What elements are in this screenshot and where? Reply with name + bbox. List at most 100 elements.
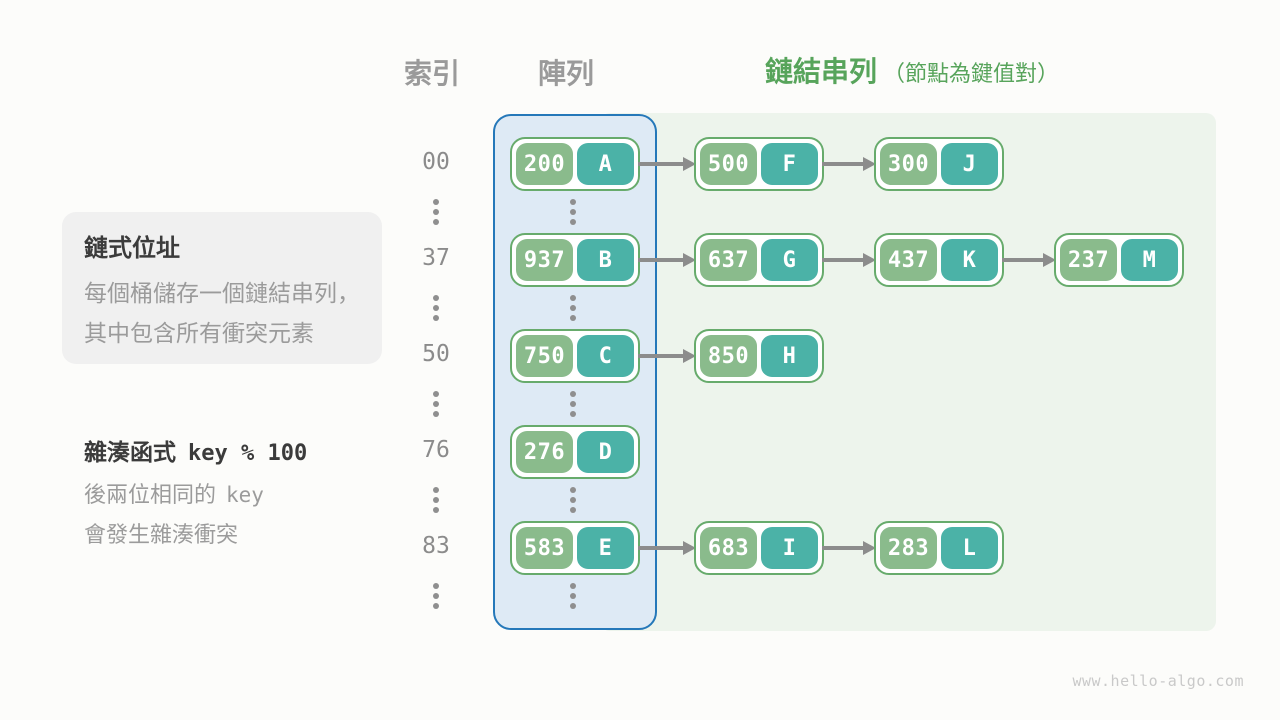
node-value-cell: C bbox=[577, 335, 634, 377]
node-key-cell: 683 bbox=[700, 527, 757, 569]
ellipsis-dot bbox=[433, 295, 439, 301]
arrow-shaft bbox=[638, 354, 686, 358]
node-value-cell: H bbox=[761, 335, 818, 377]
next-pointer-arrow bbox=[638, 157, 696, 171]
hash-collision-line2: 會發生雜湊衝突 bbox=[84, 522, 239, 547]
ellipsis-dot bbox=[570, 411, 576, 417]
ellipsis-dot bbox=[433, 401, 439, 407]
node-value-cell: M bbox=[1121, 239, 1178, 281]
hash-collision-line1: 後兩位相同的 key bbox=[84, 477, 264, 509]
ellipsis-dot bbox=[433, 497, 439, 503]
node-key-cell: 937 bbox=[516, 239, 573, 281]
arrow-shaft bbox=[638, 546, 686, 550]
node-value-cell: F bbox=[761, 143, 818, 185]
ellipsis-dot bbox=[570, 497, 576, 503]
ellipsis-dot bbox=[433, 583, 439, 589]
node-value-cell: K bbox=[941, 239, 998, 281]
bucket-index-label: 83 bbox=[422, 533, 450, 559]
ellipsis-dot bbox=[570, 603, 576, 609]
node-value-cell: G bbox=[761, 239, 818, 281]
ellipsis-dot bbox=[433, 391, 439, 397]
node-value-cell: E bbox=[577, 527, 634, 569]
bucket-index-label: 76 bbox=[422, 437, 450, 463]
ellipsis-dot bbox=[433, 411, 439, 417]
node-value-cell: D bbox=[577, 431, 634, 473]
index-ellipsis bbox=[433, 487, 439, 513]
next-pointer-arrow bbox=[822, 253, 876, 267]
node-key-cell: 500 bbox=[700, 143, 757, 185]
ellipsis-dot bbox=[570, 583, 576, 589]
next-pointer-arrow bbox=[1002, 253, 1056, 267]
next-pointer-arrow bbox=[822, 541, 876, 555]
node-key-cell: 300 bbox=[880, 143, 937, 185]
hash-function-label: 雜湊函式 bbox=[84, 439, 176, 465]
ellipsis-dot bbox=[433, 487, 439, 493]
array-ellipsis bbox=[570, 487, 576, 513]
next-pointer-arrow bbox=[638, 541, 696, 555]
node-key-cell: 237 bbox=[1060, 239, 1117, 281]
header-array: 陣列 bbox=[538, 58, 595, 89]
node-value-cell: A bbox=[577, 143, 634, 185]
ellipsis-dot bbox=[433, 593, 439, 599]
ellipsis-dot bbox=[433, 315, 439, 321]
ellipsis-dot bbox=[570, 401, 576, 407]
node-key-cell: 850 bbox=[700, 335, 757, 377]
array-ellipsis bbox=[570, 199, 576, 225]
arrow-shaft bbox=[638, 162, 686, 166]
array-ellipsis bbox=[570, 391, 576, 417]
ellipsis-dot bbox=[570, 507, 576, 513]
ellipsis-dot bbox=[570, 209, 576, 215]
ellipsis-dot bbox=[570, 315, 576, 321]
header-linked-list-group: 鏈結串列 （節點為鍵值對） bbox=[765, 50, 1059, 90]
info-box-line1: 每個桶儲存一個鏈結串列， bbox=[84, 280, 360, 306]
ellipsis-dot bbox=[570, 487, 576, 493]
ellipsis-dot bbox=[433, 603, 439, 609]
ellipsis-dot bbox=[433, 199, 439, 205]
node-key-cell: 750 bbox=[516, 335, 573, 377]
array-ellipsis bbox=[570, 583, 576, 609]
node-value-cell: J bbox=[941, 143, 998, 185]
node-key-cell: 200 bbox=[516, 143, 573, 185]
ellipsis-dot bbox=[570, 295, 576, 301]
node-key-cell: 276 bbox=[516, 431, 573, 473]
node-value-cell: L bbox=[941, 527, 998, 569]
info-box-title: 鏈式位址 bbox=[84, 235, 180, 262]
hash-function-note: 雜湊函式 key % 100 bbox=[84, 433, 307, 467]
watermark: www.hello-algo.com bbox=[1072, 672, 1244, 690]
arrow-shaft bbox=[1002, 258, 1046, 262]
index-ellipsis bbox=[433, 295, 439, 321]
ellipsis-dot bbox=[433, 305, 439, 311]
node-value-cell: B bbox=[577, 239, 634, 281]
arrow-shaft bbox=[638, 258, 686, 262]
header-index: 索引 bbox=[404, 58, 461, 89]
ellipsis-dot bbox=[570, 305, 576, 311]
ellipsis-dot bbox=[570, 391, 576, 397]
ellipsis-dot bbox=[570, 199, 576, 205]
chaining-info-box: 鏈式位址 每個桶儲存一個鏈結串列， 其中包含所有衝突元素 bbox=[62, 212, 382, 364]
bucket-index-label: 00 bbox=[422, 149, 450, 175]
next-pointer-arrow bbox=[638, 253, 696, 267]
index-ellipsis bbox=[433, 583, 439, 609]
next-pointer-arrow bbox=[638, 349, 696, 363]
arrow-shaft bbox=[822, 162, 866, 166]
ellipsis-dot bbox=[433, 507, 439, 513]
hash-function-formula: key % 100 bbox=[188, 441, 308, 466]
index-ellipsis bbox=[433, 199, 439, 225]
ellipsis-dot bbox=[433, 219, 439, 225]
arrow-shaft bbox=[822, 546, 866, 550]
info-box-line2: 其中包含所有衝突元素 bbox=[84, 320, 314, 346]
bucket-index-label: 50 bbox=[422, 341, 450, 367]
node-value-cell: I bbox=[761, 527, 818, 569]
node-key-cell: 437 bbox=[880, 239, 937, 281]
